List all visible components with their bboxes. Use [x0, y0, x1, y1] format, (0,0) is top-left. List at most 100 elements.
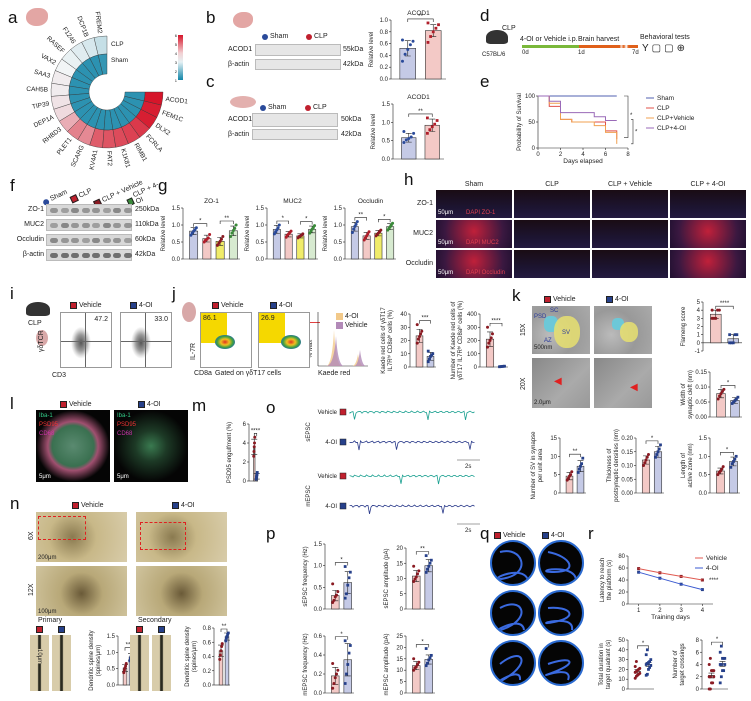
row-label: MUC2	[413, 230, 433, 237]
data-point	[649, 664, 653, 667]
y-tick-label: 4	[696, 663, 700, 669]
trace-type-label: sEPSC	[306, 422, 312, 442]
data-point	[301, 232, 305, 236]
panel-letter-f: f	[10, 176, 15, 195]
western-blot-acod1	[255, 44, 341, 56]
fluorescence-image	[670, 220, 746, 248]
y-tick-label: 5	[400, 592, 404, 598]
data-point	[218, 653, 222, 657]
stain-label: PSD95	[117, 422, 137, 428]
group-marker	[339, 438, 347, 446]
data-point	[645, 648, 649, 652]
y-tick-label: 20	[396, 546, 403, 552]
data-point	[409, 135, 413, 139]
data-point	[644, 653, 648, 657]
significance-label: *	[421, 640, 424, 646]
intestine-icon	[36, 330, 48, 346]
data-point	[124, 664, 128, 668]
y-tick-label: 0.0	[203, 683, 212, 689]
data-point	[487, 341, 491, 345]
kda-label: 42kDa	[135, 251, 156, 258]
significance-label: **	[358, 213, 363, 219]
y-tick-label: 1	[697, 333, 701, 339]
y-tick-label: 6	[696, 650, 700, 656]
y-tick-label: 1.5	[256, 206, 265, 212]
data-point	[707, 663, 711, 666]
group-legend: 4-OI	[270, 302, 293, 311]
cell-population	[281, 335, 301, 349]
data-point	[218, 657, 222, 661]
dendrite-image: 10μm	[30, 635, 49, 691]
y-axis-label: sEPSC amplitude (pA)	[384, 548, 390, 608]
data-point	[331, 582, 335, 586]
y-axis-label: Flameng score	[681, 306, 687, 346]
data-point	[723, 656, 727, 660]
significance-bracket	[334, 636, 349, 640]
golgi-image-12x: 100μm	[36, 566, 127, 616]
swim-path-image	[538, 540, 584, 586]
y-axis-label: Number of SV in synapse	[531, 431, 537, 500]
data-point	[426, 21, 430, 25]
panel-letter-l: l	[10, 394, 14, 413]
em-structure-label: SV	[562, 330, 571, 336]
column-header: CLP	[545, 181, 559, 188]
trace-line	[349, 504, 475, 514]
data-point	[224, 636, 228, 640]
data-point	[638, 666, 642, 670]
data-point	[402, 141, 406, 144]
y-tick-label: 0.0	[107, 683, 116, 689]
data-point	[415, 323, 419, 327]
y-tick-label: 0.4	[203, 655, 212, 661]
significance-bracket	[219, 220, 234, 224]
fluorescence-image	[592, 250, 668, 278]
y-tick-label: 0.0	[256, 257, 265, 263]
y-tick-label: 4	[243, 441, 247, 447]
data-point	[343, 565, 347, 568]
data-point	[412, 131, 416, 135]
group-marker	[339, 472, 347, 480]
y-tick-label: 0.6	[314, 634, 323, 640]
significance-bracket	[645, 440, 659, 444]
data-point	[734, 454, 738, 458]
y-tick-label: 0.5	[699, 473, 708, 479]
data-point	[728, 333, 732, 337]
mag-label: 6X	[28, 531, 35, 540]
data-point	[400, 59, 404, 63]
data-point	[416, 337, 420, 341]
swim-path-image	[490, 540, 536, 586]
data-point	[417, 660, 421, 664]
chart-svg: mEPSC frequency (Hz)0.00.20.40.6*	[303, 632, 354, 697]
group-marker	[36, 626, 43, 633]
significance-label: ***	[421, 316, 429, 322]
significance-bracket	[419, 320, 431, 324]
group-legend: Vehicle	[544, 296, 576, 305]
series-line	[638, 568, 703, 581]
day-label: 7d	[632, 50, 639, 56]
y-tick-label: 0	[404, 365, 408, 371]
y-tick-label: 0.05	[621, 477, 633, 483]
y-tick-label: 0	[622, 687, 626, 693]
y-tick-label: 1.5	[699, 436, 708, 442]
data-point	[255, 472, 259, 476]
data-point	[723, 663, 727, 666]
data-point	[431, 30, 435, 34]
intestine-icon	[230, 96, 256, 108]
y-axis-label: per unit area	[538, 448, 544, 482]
scale-bar	[457, 459, 480, 461]
y-tick-label: 20	[396, 645, 403, 651]
stain-label: DAPI Occludin	[466, 270, 506, 276]
data-point	[728, 341, 732, 345]
harvest-label: Brain harvest	[578, 36, 620, 43]
data-point	[335, 672, 339, 676]
data-point	[645, 455, 649, 459]
data-point	[367, 230, 371, 234]
data-point	[336, 668, 340, 672]
group-marker	[136, 626, 143, 633]
